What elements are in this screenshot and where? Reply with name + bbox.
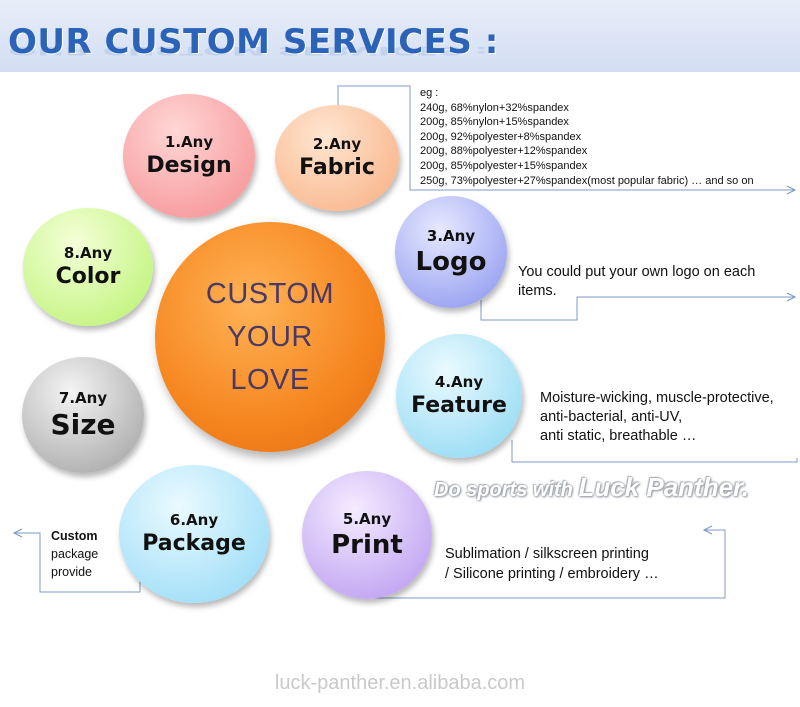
bubble-design: 1.Any Design [123,94,255,218]
bubble-design-label: Design [146,153,232,178]
package-desc-line: provide [51,565,92,579]
print-description: Sublimation / silkscreen printing / Sili… [445,544,705,584]
fabric-desc-line: eg : [420,87,439,99]
bubble-size-number: 7.Any [58,389,108,407]
fabric-desc-line: 200g, 88%polyester+12%spandex [420,145,588,158]
fabric-description: eg : 240g, 68%nylon+32%spandex 200g, 85%… [420,86,754,188]
feature-description: Moisture-wicking, muscle-protective, ant… [540,389,800,446]
package-desc-line: package [51,547,99,561]
bubble-fabric-number: 2.Any [312,135,362,153]
bubble-feature-number: 4.Any [434,373,484,391]
bubble-color-label: Color [55,264,121,289]
slogan-brand: Luck Panther. [578,472,749,502]
print-desc-line: Sublimation / silkscreen printing [445,546,649,562]
page-title: OUR CUSTOM SERVICES : [8,22,499,62]
center-line: YOUR [227,320,313,353]
header-banner: OUR CUSTOM SERVICES : OUR CUSTOM SERVICE… [0,0,800,72]
bubble-size-label: Size [50,408,116,441]
bubble-feature: 4.Any Feature [396,334,522,458]
bubble-logo-label: Logo [415,247,487,277]
brand-slogan: Do sports with Luck Panther. [434,472,749,503]
bubble-package-number: 6.Any [169,511,219,529]
feature-desc-line: anti static, breathable … [540,428,697,444]
footer-url: luck-panther.en.alibaba.com [274,672,526,694]
logo-description: You could put your own logo on each item… [518,264,756,299]
bubble-fabric: 2.Any Fabric [275,105,399,211]
bubble-design-number: 1.Any [164,133,214,151]
center-line: CUSTOM [205,277,335,310]
bubble-print-label: Print [331,530,403,560]
bubble-logo: 3.Any Logo [395,196,507,308]
package-description: Custom package provide [51,527,121,581]
slogan-lead: Do sports with [434,479,579,501]
center-line: LOVE [230,363,310,396]
fabric-desc-line: 240g, 68%nylon+32%spandex [420,101,569,114]
fabric-desc-line: 250g, 73%polyester+27%spandex(most popul… [420,174,754,187]
package-connector [14,533,141,593]
bubble-package-label: Package [142,531,246,556]
feature-desc-line: anti-bacterial, anti-UV, [540,409,683,425]
fabric-desc-line: 200g, 85%polyester+15%spandex [420,159,588,172]
feature-connector [511,440,798,463]
fabric-desc-line: 200g, 85%nylon+15%spandex [420,116,569,129]
center-circle: CUSTOM YOUR LOVE [155,222,385,452]
bubble-feature-label: Feature [411,393,507,418]
fabric-desc-line: 200g, 92%polyester+8%spandex [420,130,582,143]
feature-desc-line: Moisture-wicking, muscle-protective, [540,390,774,406]
bubble-print: 5.Any Print [302,471,432,599]
bubble-print-number: 5.Any [342,510,392,528]
logo-connector [480,297,795,321]
bubble-package: 6.Any Package [119,465,269,603]
bubble-logo-number: 3.Any [426,227,476,245]
bubble-size: 7.Any Size [22,357,144,473]
print-desc-line: / Silicone printing / embroidery … [445,566,659,582]
package-desc-line: Custom [51,529,98,543]
bubble-color: 8.Any Color [23,208,153,326]
fabric-connector [337,85,795,190]
bubble-color-number: 8.Any [63,244,113,262]
bubble-fabric-label: Fabric [299,155,375,180]
